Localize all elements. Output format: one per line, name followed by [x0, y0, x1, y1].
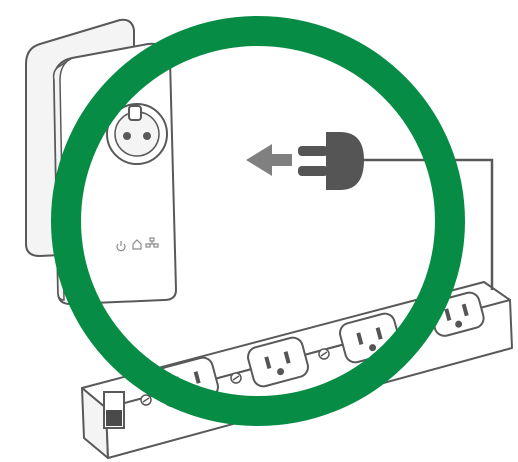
power-strip-screw: [140, 394, 152, 406]
power-strip-switch: [103, 391, 125, 429]
highlight-circle-icon: [51, 16, 465, 426]
power-indicator-icon: [116, 241, 126, 252]
power-strip-screw: [230, 372, 242, 384]
power-plug-icon: [298, 132, 364, 190]
arrow-left-icon: [246, 144, 292, 176]
power-strip-screw: [318, 348, 330, 360]
adapter-pass-through-socket: [106, 103, 168, 165]
network-indicator-icon: [145, 237, 159, 248]
power-cord-line: [360, 158, 494, 290]
home-indicator-icon: [132, 239, 142, 250]
power-strip-outlet: [247, 336, 309, 388]
